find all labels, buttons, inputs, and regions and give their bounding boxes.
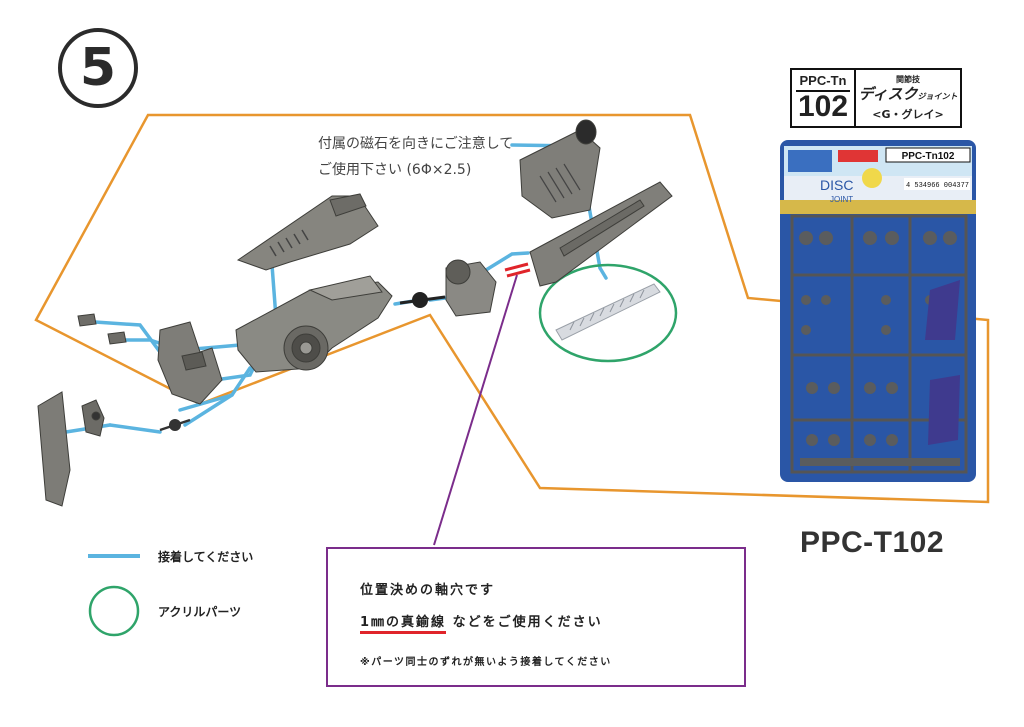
package-disc-text: DISC (820, 177, 853, 193)
product-label-code-prefix: PPC-Tn (799, 73, 847, 88)
product-label-title: ディスクジョイント (856, 85, 960, 106)
product-label-name-main: ディスク (858, 85, 918, 103)
note-line2-rest: などをご使用ください (446, 615, 603, 630)
legend-acrylic-circle (88, 585, 140, 637)
product-code-big: PPC-T102 (800, 526, 945, 559)
product-label: PPC-Tn 102 関節技 ディスクジョイント <G・グレイ> (790, 68, 962, 128)
note-box: 位置決めの軸穴です 1㎜の真鍮線 などをご使用ください ※パーツ同士のずれが無い… (326, 547, 746, 687)
product-label-code: PPC-Tn 102 (792, 70, 856, 126)
legend-acrylic-label: アクリルパーツ (158, 605, 242, 619)
product-label-name-sub: ジョイント (917, 92, 958, 101)
magnet-note: 付属の磁石を向きにご注意して ご使用下さい (6Φ×2.5) (318, 131, 513, 183)
note-line2-highlight: 1㎜の真鍮線 (360, 615, 447, 634)
product-label-name: 関節技 ディスクジョイント <G・グレイ> (856, 70, 960, 126)
package-barcode: 4 534966 004377 (906, 182, 969, 190)
note-line1: 位置決めの軸穴です (360, 583, 496, 598)
orange-outline (34, 113, 990, 504)
note-line3: ※パーツ同士のずれが無いよう接着してください (360, 657, 612, 668)
legend-glue-label: 接着してください (158, 550, 254, 564)
step-number: 5 (58, 28, 138, 108)
note-leader-line (433, 274, 518, 546)
magnet-note-line2: ご使用下さい (6Φ×2.5) (318, 162, 472, 178)
package-joint-text: JOINT (830, 195, 853, 204)
gray-parts (37, 119, 673, 507)
note-line2: 1㎜の真鍮線 などをご使用ください (360, 611, 603, 634)
acrylic-part-circle (538, 263, 678, 363)
pins (159, 292, 446, 432)
product-label-code-number: 102 (796, 90, 850, 123)
magnet-note-line1: 付属の磁石を向きにご注意して (318, 136, 514, 152)
glue-lines (64, 143, 608, 434)
product-label-category: 関節技 (896, 75, 920, 84)
red-pin-marker (504, 262, 531, 278)
package-code: PPC-Tn102 (902, 151, 955, 162)
product-label-color: <G・グレイ> (872, 108, 944, 121)
acrylic-part (555, 283, 661, 341)
product-package-image: PPC-Tn102 DISC JOINT 4 534966 004377 (780, 140, 976, 482)
